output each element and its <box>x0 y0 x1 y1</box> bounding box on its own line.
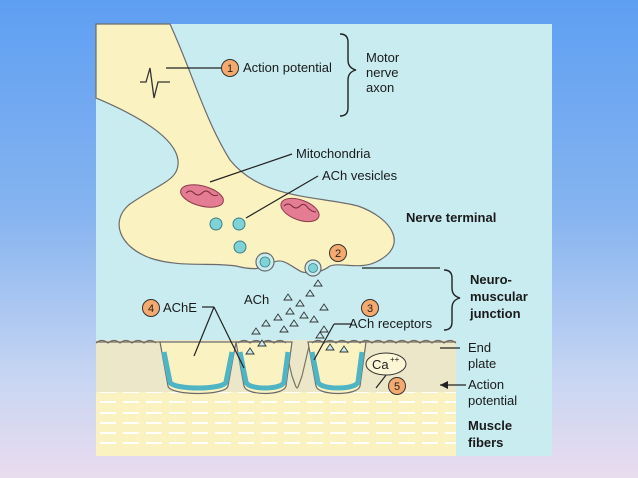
step-badge-1: 1 <box>221 59 239 77</box>
svg-text:5: 5 <box>394 381 400 393</box>
step-badge-4: 4 <box>142 299 160 317</box>
label-ach-receptors: ACh receptors <box>349 316 433 331</box>
label-fibers: fibers <box>468 435 503 450</box>
label-nerve: nerve <box>366 65 399 80</box>
action-potential-icon <box>140 67 170 99</box>
ach-molecules <box>245 279 349 355</box>
step-badge-5: 5 <box>388 377 406 395</box>
step-badge-3: 3 <box>361 299 379 317</box>
label-muscular: muscular <box>470 289 528 304</box>
calcium-label: Ca <box>372 357 389 372</box>
label-potential-bottom: potential <box>468 393 517 408</box>
label-junction: junction <box>469 306 521 321</box>
label-action-bottom: Action <box>468 377 504 392</box>
step-badge-2: 2 <box>329 244 347 262</box>
brace-motor-nerve-axon <box>339 33 357 117</box>
calcium-bubble: Ca ++ <box>365 352 407 376</box>
svg-text:1: 1 <box>227 63 233 75</box>
label-motor: Motor <box>366 50 400 65</box>
svg-text:2: 2 <box>335 248 341 260</box>
ach-vesicles <box>209 217 247 254</box>
svg-text:3: 3 <box>367 303 373 315</box>
arrow-action-potential <box>440 381 448 389</box>
label-ach-vesicles: ACh vesicles <box>322 168 398 183</box>
label-end: End <box>468 340 491 355</box>
label-muscle: Muscle <box>468 418 512 433</box>
nerve-axon-terminal <box>95 23 395 274</box>
label-action-potential-top: Action potential <box>243 60 332 75</box>
label-plate: plate <box>468 356 496 371</box>
leader-lines <box>166 67 466 389</box>
label-ache: AChE <box>163 300 197 315</box>
brace-neuromuscular-junction <box>443 269 461 331</box>
label-mitochondria: Mitochondria <box>296 146 371 161</box>
label-axon: axon <box>366 80 394 95</box>
mitochondrion-left <box>180 184 224 208</box>
mitochondrion-right <box>280 197 320 223</box>
label-nerve-terminal: Nerve terminal <box>406 210 496 225</box>
fusing-vesicles <box>255 252 322 277</box>
end-plate <box>95 339 457 395</box>
label-ach: ACh <box>244 292 269 307</box>
svg-text:4: 4 <box>148 303 154 315</box>
label-neuro: Neuro- <box>470 272 512 287</box>
calcium-charge: ++ <box>390 355 400 364</box>
